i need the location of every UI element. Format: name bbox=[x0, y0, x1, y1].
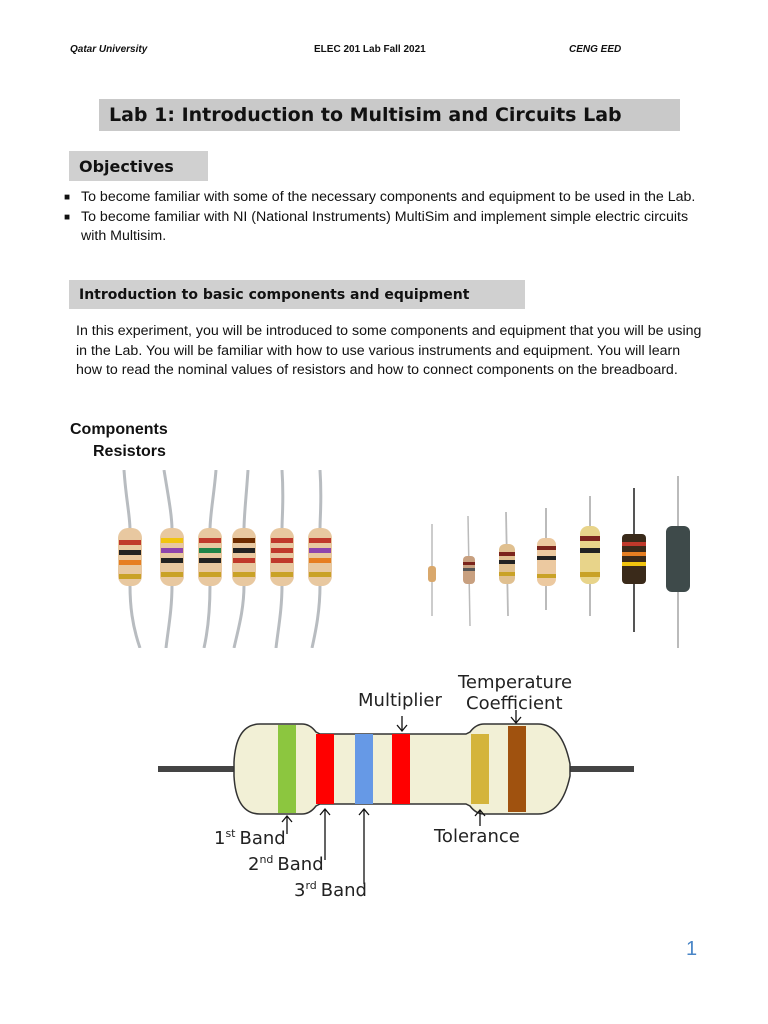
band-2 bbox=[316, 734, 334, 804]
objectives-list: ■ To become familiar with some of the nec… bbox=[64, 188, 704, 247]
intro-heading: Introduction to basic components and equ… bbox=[69, 280, 525, 309]
resistor-icon bbox=[537, 508, 556, 610]
resistor-icon bbox=[428, 524, 436, 616]
resistor-icon bbox=[622, 488, 646, 632]
resistor-icon bbox=[580, 496, 600, 616]
resistor-icon bbox=[118, 470, 142, 648]
header-course: ELEC 201 Lab Fall 2021 bbox=[314, 44, 426, 55]
page-title: Lab 1: Introduction to Multisim and Circ… bbox=[99, 99, 680, 131]
resistor-icon bbox=[463, 515, 475, 627]
resistor-icon bbox=[232, 470, 256, 648]
band-multiplier bbox=[392, 734, 410, 804]
resistors-photo-left bbox=[118, 470, 332, 648]
tolerance-label: Tolerance bbox=[433, 826, 520, 847]
page-number: 1 bbox=[686, 938, 698, 960]
lead-right bbox=[562, 766, 634, 772]
components-heading: Components bbox=[70, 421, 168, 438]
band-tolerance bbox=[471, 734, 489, 804]
resistors-subheading: Resistors bbox=[93, 443, 166, 460]
arrows bbox=[281, 710, 522, 884]
objectives-heading: Objectives bbox=[69, 151, 208, 181]
band-3 bbox=[355, 734, 373, 804]
bullet-icon: ■ bbox=[64, 192, 71, 203]
header-department: CENG EED bbox=[569, 44, 622, 55]
resistor-icon bbox=[160, 470, 184, 648]
header-university: Qatar University bbox=[70, 44, 148, 55]
temperature-label: Temperature bbox=[457, 672, 572, 693]
lead-left bbox=[158, 766, 238, 772]
resistor-icon bbox=[308, 470, 332, 648]
resistor-icon bbox=[499, 511, 515, 617]
multiplier-label: Multiplier bbox=[358, 690, 443, 711]
resistor-icon bbox=[666, 476, 690, 648]
objective-text: To become familiar with some of the nece… bbox=[81, 189, 696, 205]
list-item: ■ To become familiar with NI (National In… bbox=[64, 208, 704, 247]
list-item: ■ To become familiar with some of the nec… bbox=[64, 188, 704, 208]
bullet-icon: ■ bbox=[64, 211, 71, 223]
coefficient-label: Coefficient bbox=[466, 693, 563, 714]
band-1 bbox=[278, 725, 296, 813]
resistor-icon bbox=[270, 470, 294, 648]
resistor-icon bbox=[198, 470, 222, 648]
resistors-photo-right bbox=[428, 476, 690, 648]
objective-text: To become familiar with NI (National Ins… bbox=[81, 208, 689, 245]
band-temperature bbox=[508, 726, 526, 812]
color-code-diagram: Multiplier Temperature Coefficient Toler… bbox=[158, 672, 634, 901]
intro-paragraph: In this experiment, you will be introduc… bbox=[76, 323, 702, 379]
